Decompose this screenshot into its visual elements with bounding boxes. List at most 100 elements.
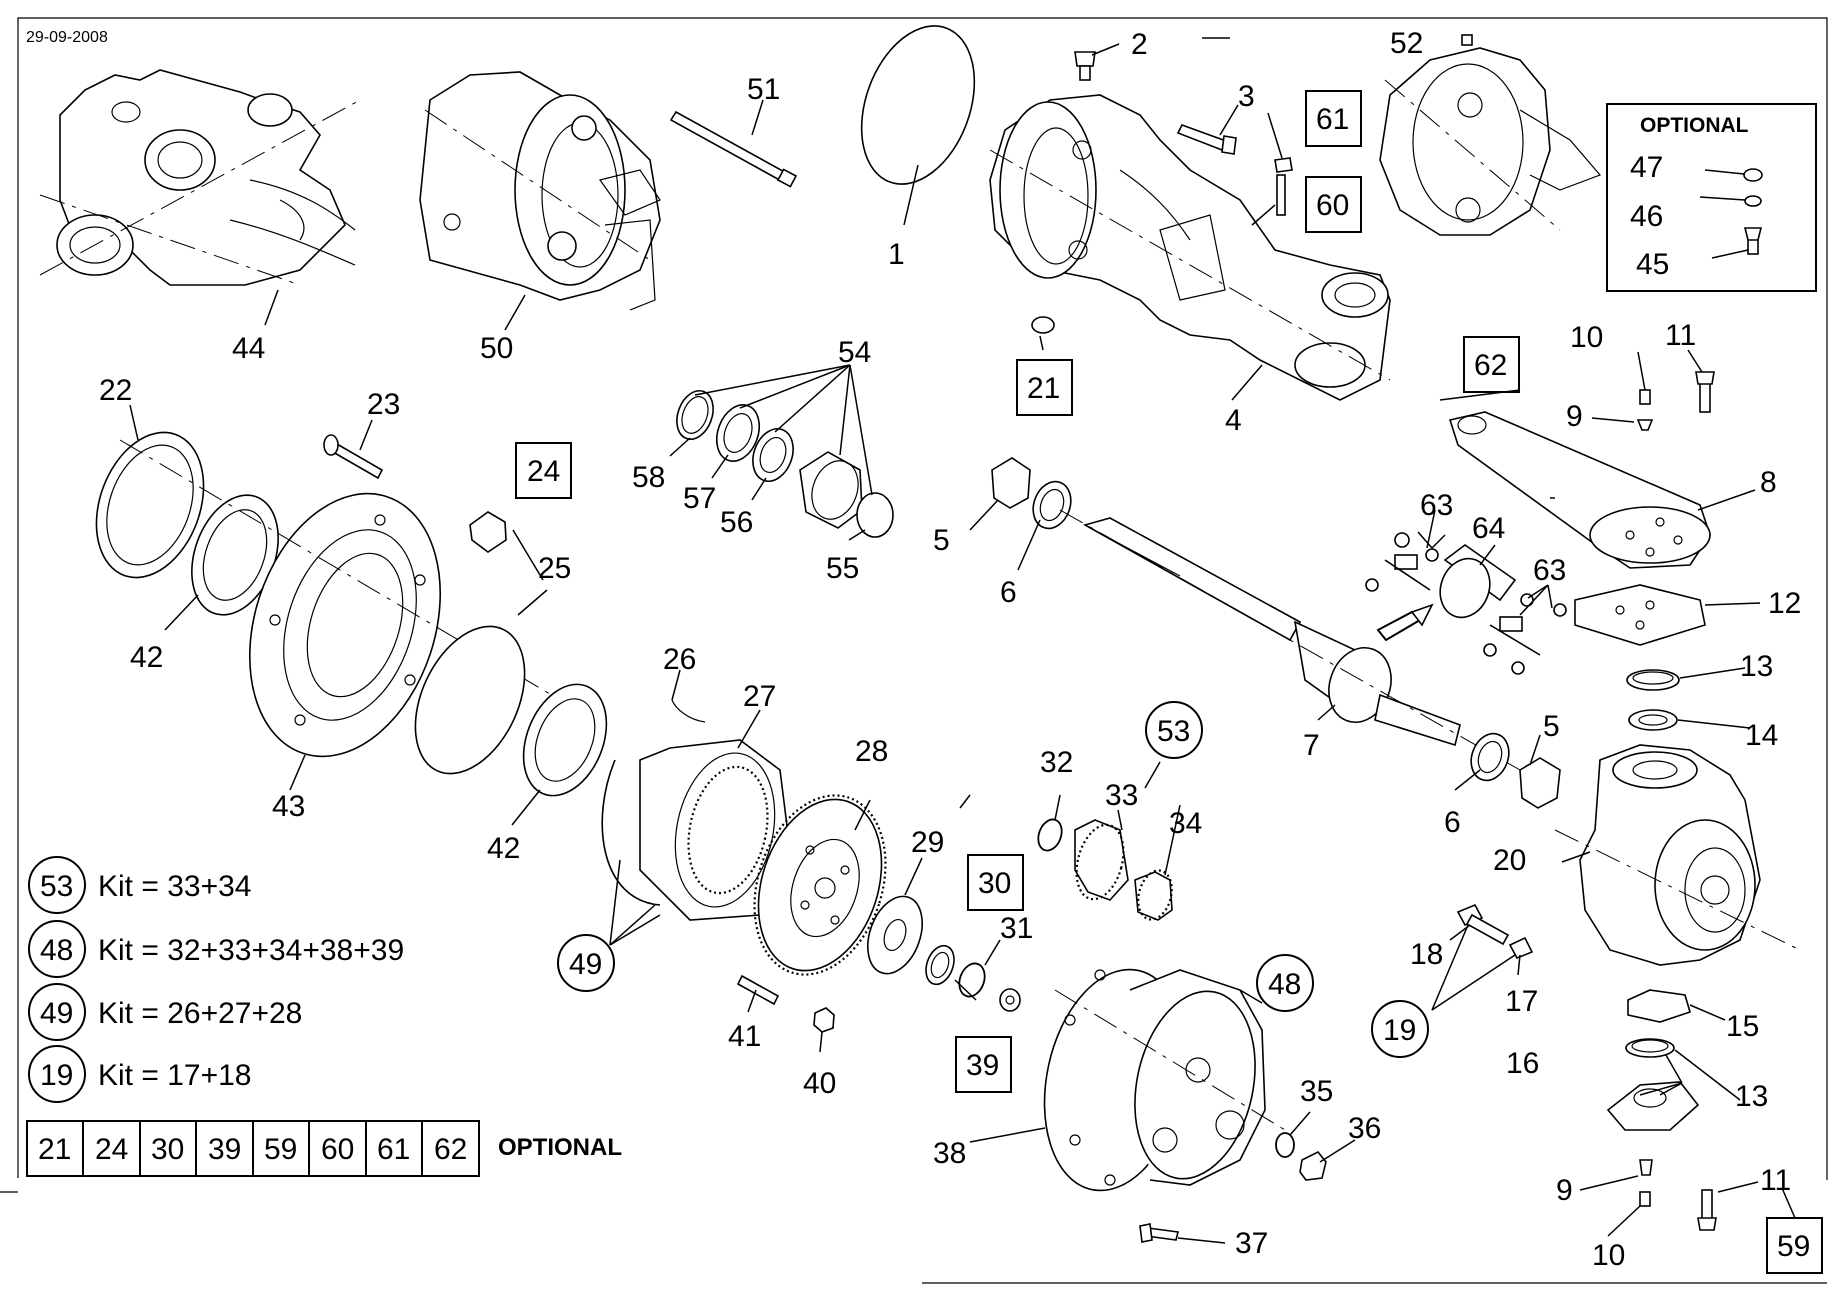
- optional-box-title: OPTIONAL: [1640, 114, 1749, 137]
- label-51: 51: [747, 73, 780, 106]
- label-35: 35: [1300, 1075, 1333, 1108]
- label-6-upper: 6: [1000, 576, 1017, 609]
- parts-13-14-seals: [1626, 669, 1680, 731]
- part-25-o-ring: [414, 625, 526, 775]
- kit-id-49: 49: [40, 997, 73, 1030]
- part-12-shim-plate: [1574, 584, 1706, 646]
- kit-text-53: Kit = 33+34: [98, 870, 251, 903]
- label-11-upper: 11: [1665, 319, 1696, 352]
- label-9-lower: 9: [1556, 1174, 1573, 1207]
- label-27: 27: [743, 680, 776, 713]
- label-43: 43: [272, 790, 305, 823]
- kit-row-49: 49 Kit = 26+27+28: [28, 983, 302, 1041]
- label-5-upper: 5: [933, 524, 950, 557]
- optional-cell-39: 39: [208, 1133, 241, 1166]
- optional-cell-59: 59: [264, 1133, 297, 1166]
- part-4-axle-beam: [989, 94, 1391, 401]
- label-3: 3: [1238, 80, 1255, 113]
- label-42-lower: 42: [487, 832, 520, 865]
- label-10-upper: 10: [1570, 321, 1603, 354]
- parts-5-6-bushings-lower: [1470, 732, 1561, 809]
- part-51-stud: [669, 110, 798, 188]
- part-22-oil-seal: [95, 431, 205, 579]
- label-56: 56: [720, 506, 753, 539]
- parts-9-10-11-upper: [1636, 371, 1715, 431]
- diagram-frame: [0, 17, 1828, 1284]
- label-44: 44: [232, 332, 265, 365]
- optional-cell-24: 24: [95, 1133, 128, 1166]
- label-33: 33: [1105, 779, 1138, 812]
- label-2: 2: [1131, 28, 1148, 61]
- boxed-label-30: 30: [978, 867, 1011, 900]
- leader-lines: [129, 37, 1796, 1244]
- label-47: 47: [1630, 151, 1663, 184]
- label-57: 57: [683, 482, 716, 515]
- label-40: 40: [803, 1067, 836, 1100]
- label-22: 22: [99, 374, 132, 407]
- part-number-labels: 2 3 4 5 5 6 6 7 8 9 9 10 10 11 11 12 13 …: [99, 27, 1801, 1272]
- label-11-lower: 11: [1760, 1164, 1791, 1197]
- circled-label-49: 49: [569, 948, 602, 981]
- label-28: 28: [855, 735, 888, 768]
- label-46: 46: [1630, 200, 1663, 233]
- parts-32-34-sun-gears: [1037, 818, 1173, 921]
- label-36: 36: [1348, 1112, 1381, 1145]
- label-10-lower: 10: [1592, 1239, 1625, 1272]
- optional-parts-table: 21 24 30 39 59 60 61 62 OPTIONAL: [26, 1120, 622, 1177]
- boxed-label-59: 59: [1777, 1230, 1810, 1263]
- label-54: 54: [838, 336, 871, 369]
- label-63-left: 63: [1420, 489, 1453, 522]
- boxed-part-labels: 21 24 30 39 59 60 61 62: [515, 90, 1823, 1274]
- label-17: 17: [1505, 985, 1538, 1018]
- label-9-upper: 9: [1566, 400, 1583, 433]
- label-13-lower: 13: [1735, 1080, 1768, 1113]
- label-29: 29: [911, 826, 944, 859]
- part-52-axle-flange: [1379, 47, 1602, 236]
- label-64: 64: [1472, 512, 1505, 545]
- kit-id-19: 19: [40, 1059, 73, 1092]
- optional-cell-60: 60: [321, 1133, 354, 1166]
- label-20: 20: [1493, 844, 1526, 877]
- parts-40-41-stud-nut: [736, 974, 835, 1033]
- part-44-axle-housing: [39, 69, 361, 286]
- parts-13-15-16-lower: [1606, 989, 1700, 1131]
- label-7: 7: [1303, 729, 1320, 762]
- parts-35-37-plugs: [1139, 1132, 1327, 1243]
- label-55: 55: [826, 552, 859, 585]
- circled-label-19: 19: [1383, 1014, 1416, 1047]
- optional-cell-21: 21: [38, 1133, 71, 1166]
- part-24-nut: [469, 511, 507, 553]
- part-42-bearing-lower: [522, 683, 608, 797]
- label-25: 25: [538, 552, 571, 585]
- label-4: 4: [1225, 404, 1242, 437]
- small-fasteners-top: [1031, 34, 1473, 334]
- label-15: 15: [1726, 1010, 1759, 1043]
- drawing-date: 29-09-2008: [26, 29, 108, 46]
- label-50: 50: [480, 332, 513, 365]
- label-58: 58: [632, 461, 665, 494]
- kit-id-48: 48: [40, 934, 73, 967]
- label-12: 12: [1768, 587, 1801, 620]
- kit-text-48: Kit = 32+33+34+38+39: [98, 934, 404, 967]
- kit-text-19: Kit = 17+18: [98, 1059, 251, 1092]
- label-26: 26: [663, 643, 696, 676]
- kit-legend: 53 Kit = 33+34 48 Kit = 32+33+34+38+39 4…: [28, 856, 404, 1103]
- boxed-label-24: 24: [527, 455, 560, 488]
- parts-63-64-cross-joint: [1365, 532, 1567, 675]
- boxed-label-62: 62: [1474, 349, 1507, 382]
- part-8-steering-arm: [1448, 411, 1711, 569]
- label-34: 34: [1169, 807, 1202, 840]
- part-20-steering-knuckle: [1554, 744, 1801, 966]
- circled-kit-labels: 53 48 49 19: [557, 701, 1429, 1058]
- label-31: 31: [1000, 912, 1033, 945]
- label-45: 45: [1636, 248, 1669, 281]
- parts-9-10-11-lower: [1639, 1159, 1717, 1231]
- label-42-upper: 42: [130, 641, 163, 674]
- label-32: 32: [1040, 746, 1073, 779]
- circled-label-53: 53: [1157, 715, 1190, 748]
- label-14: 14: [1745, 719, 1778, 752]
- label-8: 8: [1760, 466, 1777, 499]
- label-63-right: 63: [1533, 554, 1566, 587]
- optional-table-label: OPTIONAL: [498, 1134, 622, 1161]
